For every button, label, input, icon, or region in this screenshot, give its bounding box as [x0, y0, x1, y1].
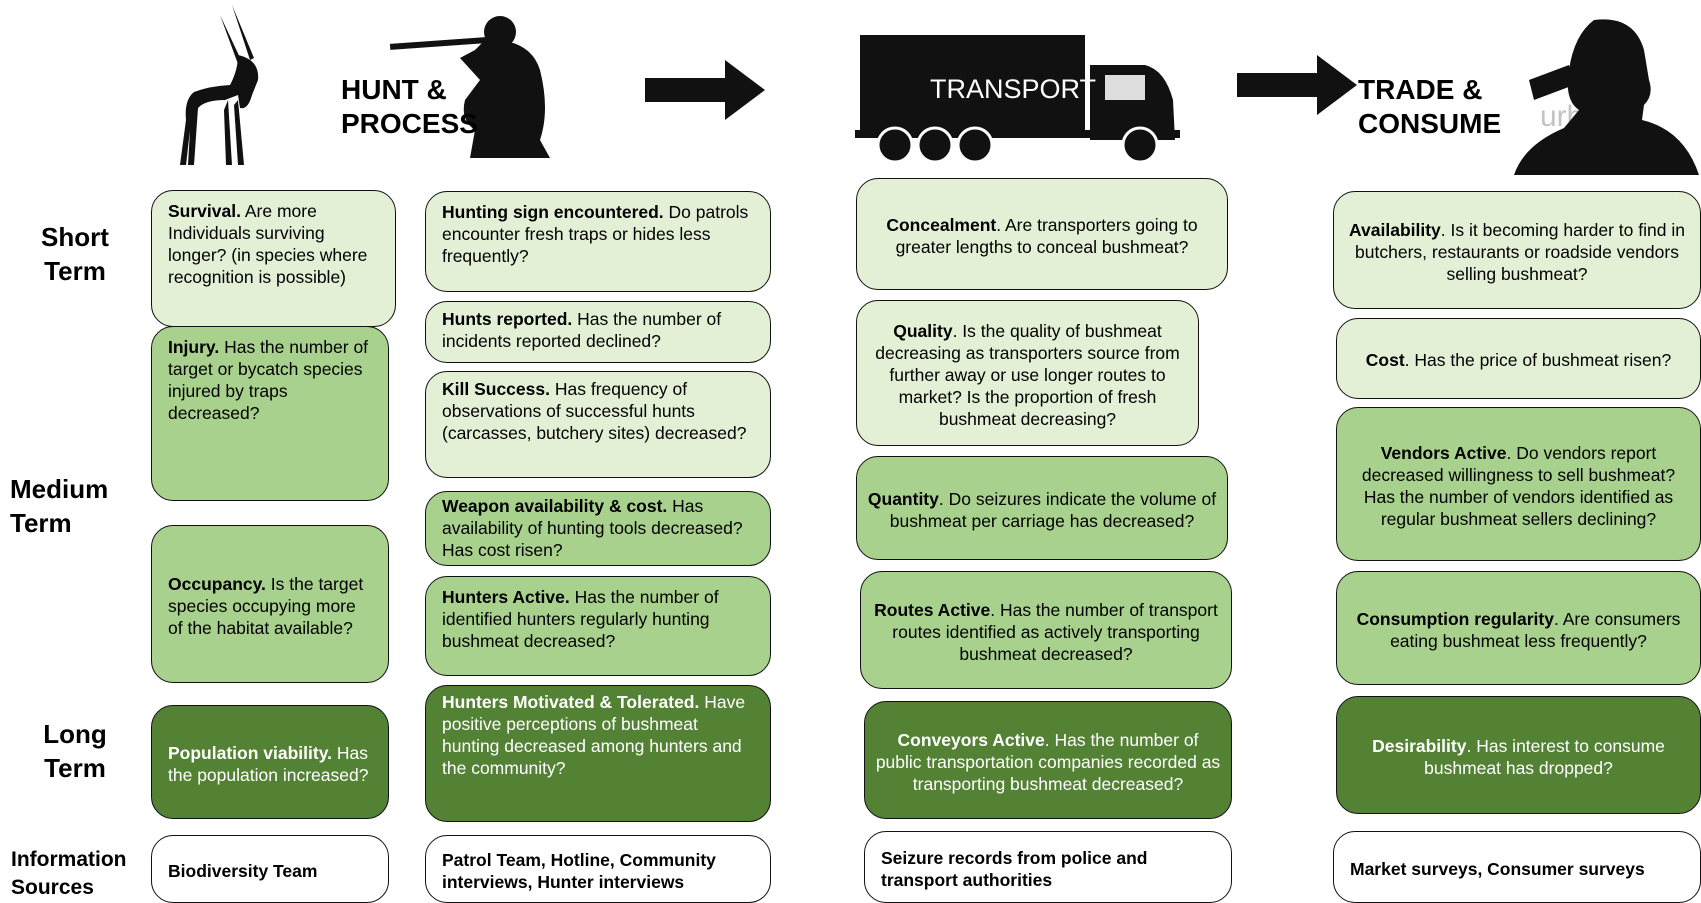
indicator-survival: Survival. Are more Individuals surviving… [151, 190, 396, 327]
indicator-weapon-availability: Weapon availability & cost. Has availabi… [425, 491, 771, 566]
indicator-quality: Quality. Is the quality of bushmeat decr… [856, 300, 1199, 446]
indicator-availability: Availability. Is it becoming harder to f… [1333, 191, 1701, 309]
indicator-kill-success: Kill Success. Has frequency of observati… [425, 371, 771, 478]
indicator-consumption-regularity: Consumption regularity. Are consumers ea… [1336, 571, 1701, 685]
indicator-hunters-active: Hunters Active. Has the number of identi… [425, 576, 771, 676]
indicator-routes-active: Routes Active. Has the number of transpo… [860, 571, 1232, 689]
consumer-silhouette [1514, 19, 1699, 175]
stage-hunt-heading: HUNT & PROCESS [341, 74, 478, 139]
indicator-occupancy: Occupancy. Is the target species occupyi… [151, 525, 389, 683]
row-label-long-term: Long Term [43, 719, 107, 783]
indicator-cost: Cost. Has the price of bushmeat risen? [1336, 318, 1701, 399]
indicator-desirability: Desirability. Has interest to consume bu… [1336, 696, 1701, 814]
indicator-hunts-reported: Hunts reported. Has the number of incide… [425, 301, 771, 363]
indicator-hunters-motivated: Hunters Motivated & Tolerated. Have posi… [425, 685, 771, 822]
source-patrol-team: Patrol Team, Hotline, Community intervie… [425, 835, 771, 903]
indicator-vendors-active: Vendors Active. Do vendors report decrea… [1336, 407, 1701, 561]
indicator-quantity: Quantity. Do seizures indicate the volum… [856, 456, 1228, 560]
indicator-concealment: Concealment. Are transporters going to g… [856, 178, 1228, 290]
arrow-right-icon [1237, 55, 1357, 115]
indicator-injury: Injury. Has the number of target or byca… [151, 326, 389, 501]
stage-transport-heading: TRANSPORT [930, 74, 1097, 104]
row-label-medium-term: Medium Term [10, 474, 109, 538]
indicator-population-viability: Population viability. Has the population… [151, 705, 389, 819]
row-label-short-term: Short Term [41, 222, 109, 286]
indicator-conveyors-active: Conveyors Active. Has the number of publ… [864, 701, 1232, 819]
source-market-surveys: Market surveys, Consumer surveys [1333, 831, 1701, 903]
truck-silhouette [855, 35, 1180, 164]
hunter-silhouette [390, 16, 550, 158]
oryx-silhouette [180, 5, 259, 165]
source-seizure-records: Seizure records from police and transpor… [864, 831, 1232, 903]
row-label-information-sources: Information Sources [11, 848, 127, 899]
stage-trade-heading: TRADE & CONSUME [1358, 74, 1502, 139]
indicator-hunting-sign: Hunting sign encountered. Do patrols enc… [425, 191, 771, 292]
arrow-right-icon [645, 60, 765, 120]
source-biodiversity-team: Biodiversity Team [151, 835, 389, 903]
